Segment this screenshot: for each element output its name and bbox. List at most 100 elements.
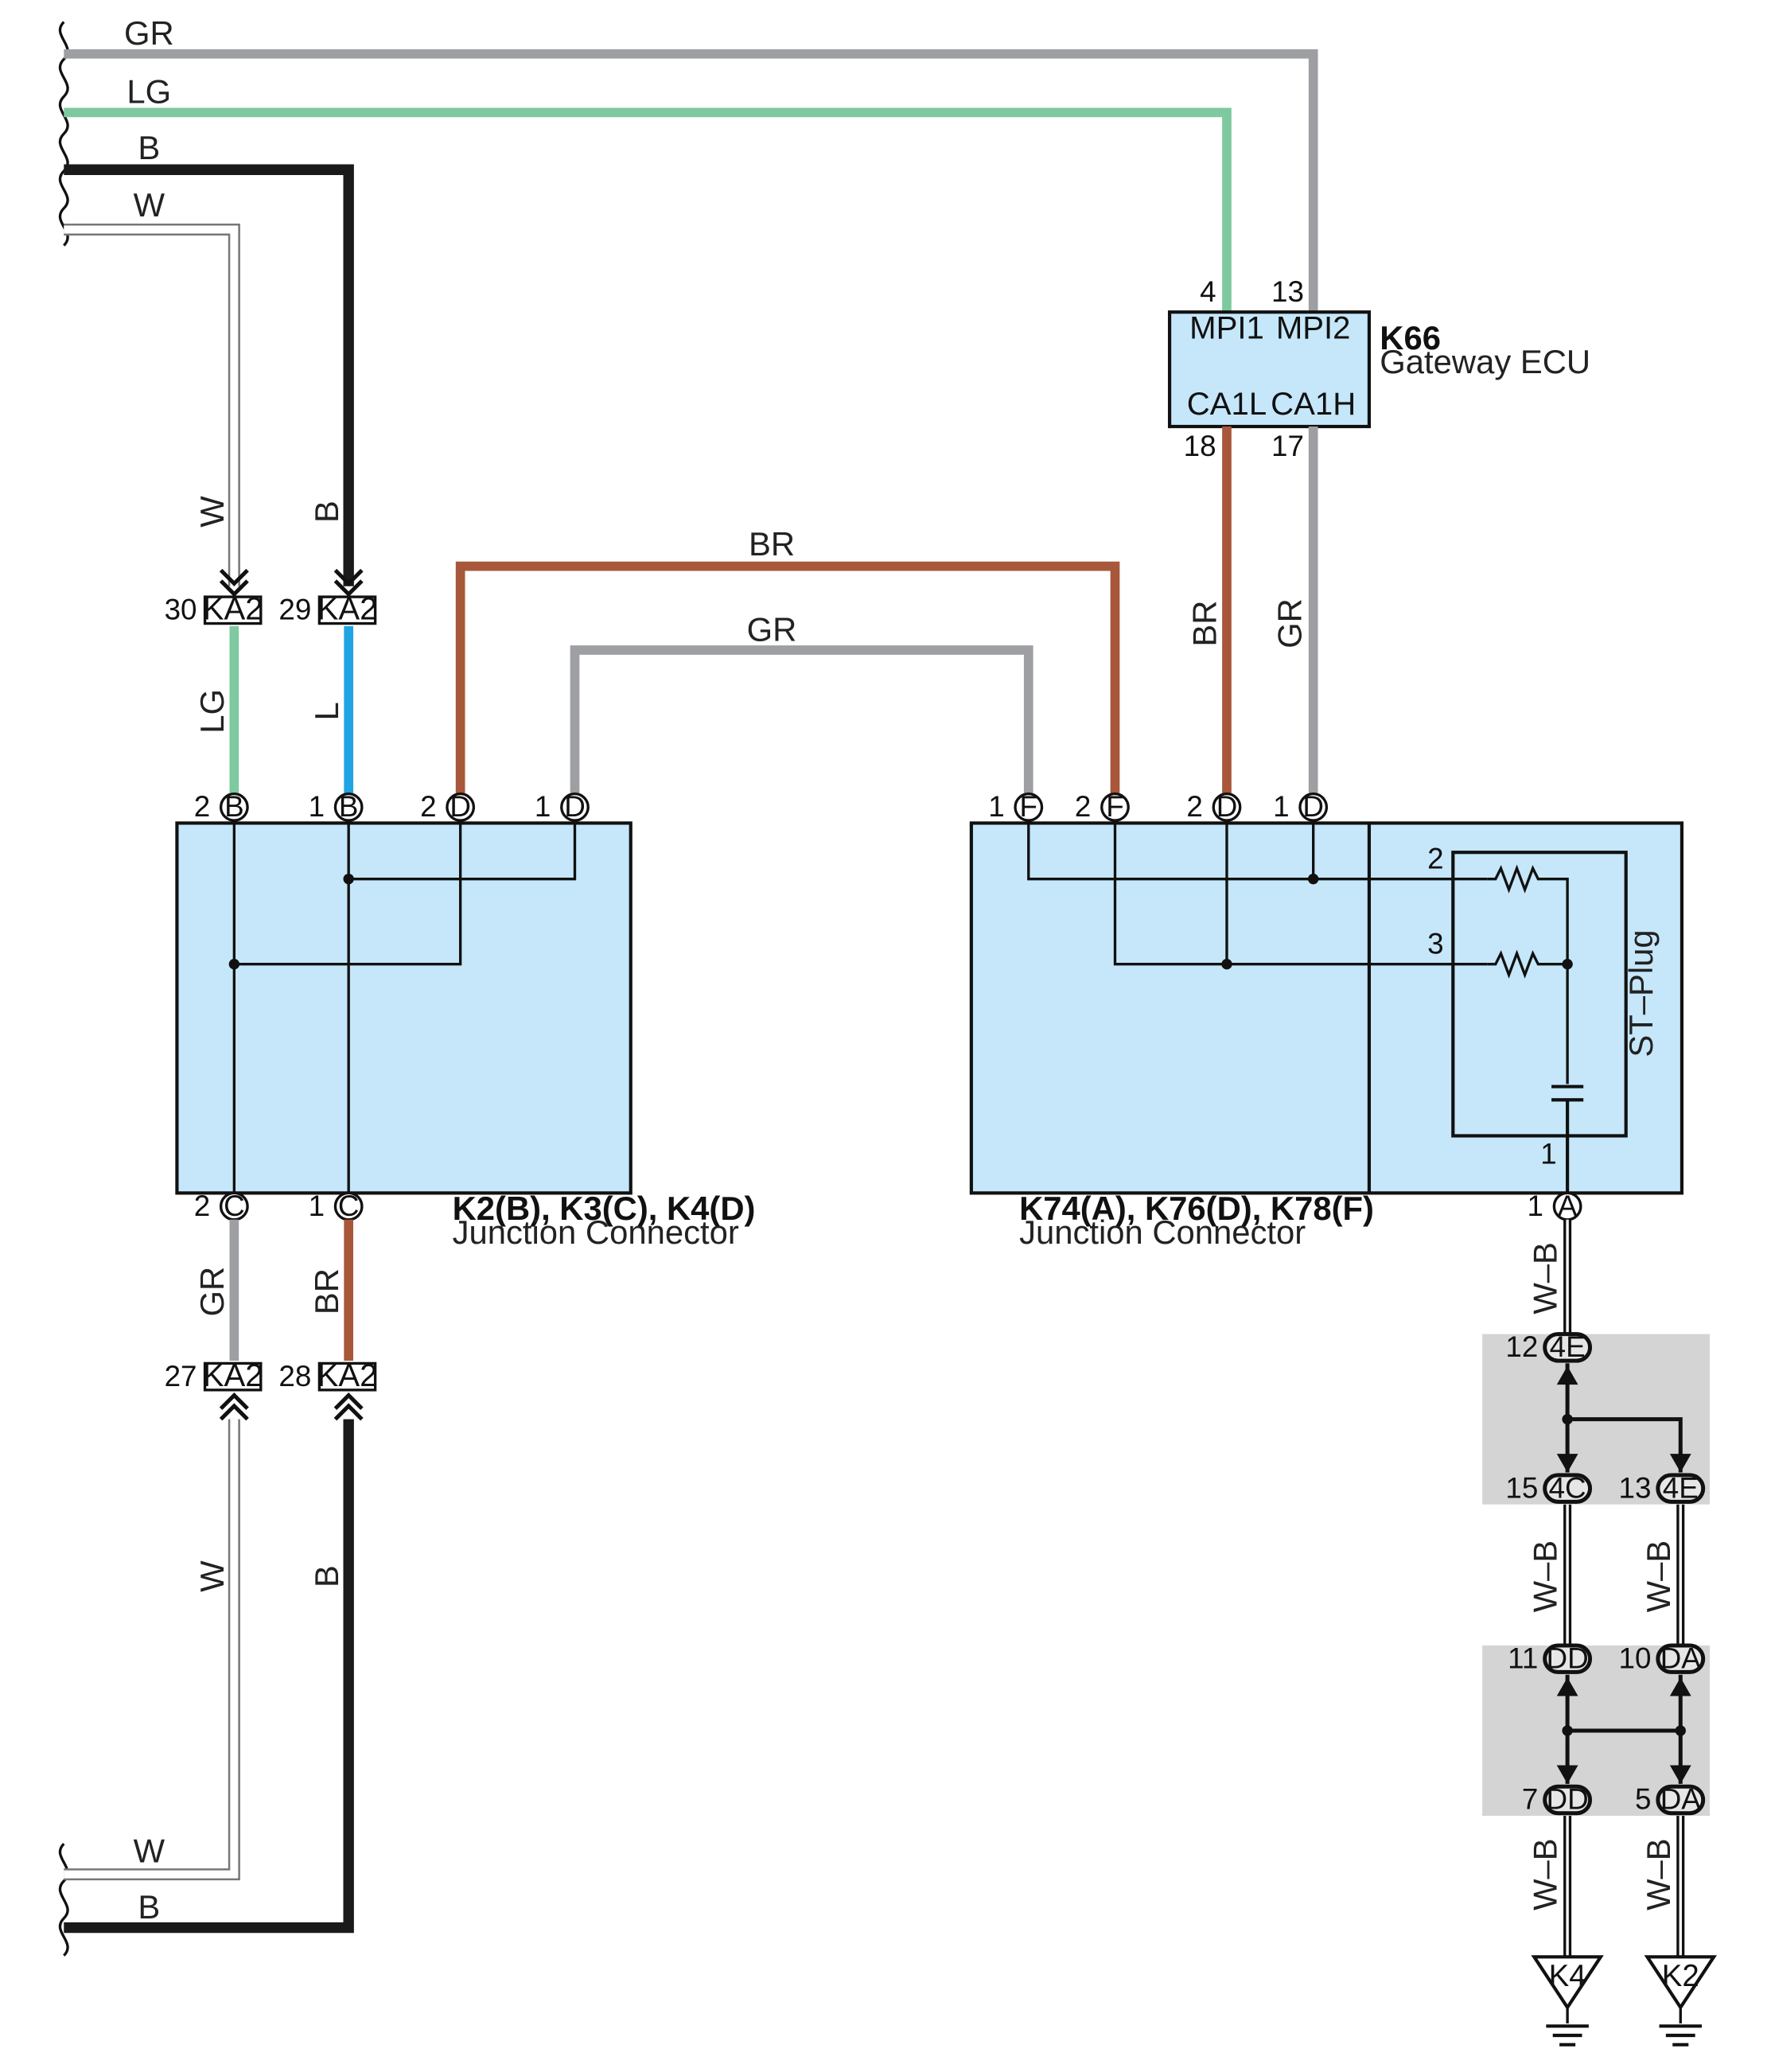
wire-break-top: [58, 21, 69, 247]
connector-ka2-30: KA2 30: [165, 591, 263, 627]
svg-text:C: C: [338, 1190, 360, 1222]
wire-label-b-bottom: B: [138, 1888, 160, 1926]
splice-dot: [1221, 958, 1232, 970]
svg-text:15: 15: [1505, 1471, 1538, 1504]
splice-connector-5-da: DA 5: [1635, 1783, 1706, 1816]
svg-text:B: B: [224, 790, 244, 823]
ground-label-k4: K4: [1549, 1959, 1586, 1993]
splice-connector-11-dd: DD 11: [1508, 1642, 1593, 1674]
wire-label-gr-gateway: GR: [1271, 598, 1309, 648]
svg-text:27: 27: [165, 1360, 197, 1392]
ground-icon: K2: [1644, 1955, 1717, 2047]
svg-text:2: 2: [194, 1190, 210, 1222]
splice-arrow-icon: [1556, 1365, 1691, 1473]
junction-right-internal: [1027, 823, 1488, 966]
svg-text:DA: DA: [1660, 1642, 1702, 1674]
svg-text:7: 7: [1522, 1783, 1538, 1816]
wire-label-wb-1: W–B: [1527, 1242, 1564, 1314]
wire-label-gr-cross: GR: [747, 610, 797, 648]
svg-text:10: 10: [1619, 1642, 1652, 1674]
junction-left-box: [175, 821, 632, 1195]
svg-text:D: D: [564, 790, 586, 823]
svg-text:28: 28: [278, 1360, 311, 1392]
ground-icon: K4: [1531, 1955, 1604, 2047]
splice-dot: [228, 958, 240, 970]
svg-text:4: 4: [1200, 275, 1216, 308]
wire-br-cross: [455, 561, 1120, 794]
svg-text:11: 11: [1508, 1642, 1538, 1674]
junction-right-bottom-pin: A 1: [1528, 1190, 1582, 1222]
svg-text:17: 17: [1271, 430, 1304, 462]
wire-wb-inner: [1566, 1219, 1682, 1957]
wire-w-bottom: [64, 1419, 240, 1881]
pin-ca1l: CA1L: [1187, 386, 1267, 422]
splice-dot: [343, 873, 354, 885]
svg-text:12: 12: [1505, 1330, 1538, 1363]
splice-dot: [1675, 1725, 1686, 1736]
svg-text:1: 1: [988, 790, 1004, 823]
splice-connector-15-4c: 4C 15: [1505, 1471, 1593, 1504]
junction-left-top-pins: B 2 B 1 D 2 D 1: [194, 790, 590, 823]
svg-text:D: D: [1216, 790, 1238, 823]
st-plug-box: [1451, 851, 1628, 1138]
wire-label-b-top: B: [138, 129, 160, 166]
svg-text:4E: 4E: [1550, 1330, 1586, 1363]
svg-text:2: 2: [194, 790, 210, 823]
pin-mpi2: MPI2: [1276, 310, 1351, 346]
wire-label-br-cross: BR: [749, 525, 795, 563]
connector-ka2-28: KA2 28: [278, 1357, 377, 1393]
connector-ka2-27: KA2 27: [165, 1357, 263, 1393]
splice-dot: [1562, 958, 1573, 970]
connector-ka2-29: KA2 29: [278, 591, 377, 627]
wire-break-bottom: [58, 1842, 69, 1957]
svg-text:C: C: [224, 1190, 245, 1222]
wire-gr-top: [64, 49, 1318, 313]
wire-label-br-gateway: BR: [1186, 601, 1224, 647]
ground-label-k2: K2: [1662, 1959, 1699, 1993]
wire-label-lg-top: LG: [127, 73, 171, 111]
wire-label-w-vert: W: [193, 496, 231, 528]
svg-text:2: 2: [420, 790, 436, 823]
wire-label-gr-bottom: GR: [193, 1267, 231, 1317]
svg-text:1: 1: [309, 1190, 325, 1222]
splice-connector-13-4e: 4E 13: [1619, 1471, 1706, 1504]
chevron-icon: [219, 1392, 364, 1421]
svg-text:30: 30: [165, 594, 197, 626]
wire-label-wb-4: W–B: [1527, 1838, 1564, 1910]
svg-text:4C: 4C: [1549, 1471, 1586, 1504]
splice-dot: [1562, 1725, 1573, 1736]
svg-text:1: 1: [535, 790, 551, 823]
splice-dot: [1562, 1413, 1573, 1425]
wire-label-w-bottom-vert: W: [193, 1560, 231, 1592]
gateway-ecu-box: MPI1 MPI2 CA1L CA1H 4 13 18 17: [1167, 275, 1372, 462]
svg-text:D: D: [450, 790, 471, 823]
junction-left-bottom-pins: C 2 C 1: [194, 1190, 364, 1222]
junction-left-internal: [232, 823, 577, 1194]
svg-text:13: 13: [1271, 275, 1304, 308]
splice-connector-7-dd: DD 7: [1522, 1783, 1593, 1816]
st-plug-pin-1: 1: [1540, 1138, 1556, 1170]
wire-label-wb-2: W–B: [1527, 1540, 1564, 1613]
svg-text:18: 18: [1184, 430, 1216, 462]
junction-left-ids: K2(B), K3(C), K4(D): [453, 1190, 756, 1227]
pin-mpi1: MPI1: [1189, 310, 1264, 346]
svg-text:F: F: [1020, 790, 1037, 823]
svg-text:KA2: KA2: [317, 1357, 378, 1393]
junction-right-name: Junction Connector: [1019, 1213, 1306, 1251]
wire-label-br-bottom: BR: [308, 1268, 345, 1314]
wire-b-bottom: [64, 1419, 354, 1934]
svg-text:B: B: [339, 790, 359, 823]
wire-label-l-vert: L: [308, 702, 345, 720]
chevron-icon: [219, 568, 364, 598]
svg-text:4E: 4E: [1663, 1471, 1699, 1504]
svg-text:D: D: [1302, 790, 1324, 823]
gateway-name: Gateway ECU: [1380, 343, 1590, 380]
resistor-icon: [1487, 864, 1569, 1085]
junction-left-name: Junction Connector: [453, 1213, 739, 1251]
junction-right-top-pins: F 1 F 2 D 2 D 1: [988, 790, 1329, 823]
wire-label-w-top: W: [134, 186, 165, 224]
svg-text:DD: DD: [1547, 1642, 1589, 1674]
st-plug-label: ST–Plug: [1622, 929, 1660, 1057]
svg-text:1: 1: [309, 790, 325, 823]
wire-gr-cross: [570, 645, 1033, 794]
